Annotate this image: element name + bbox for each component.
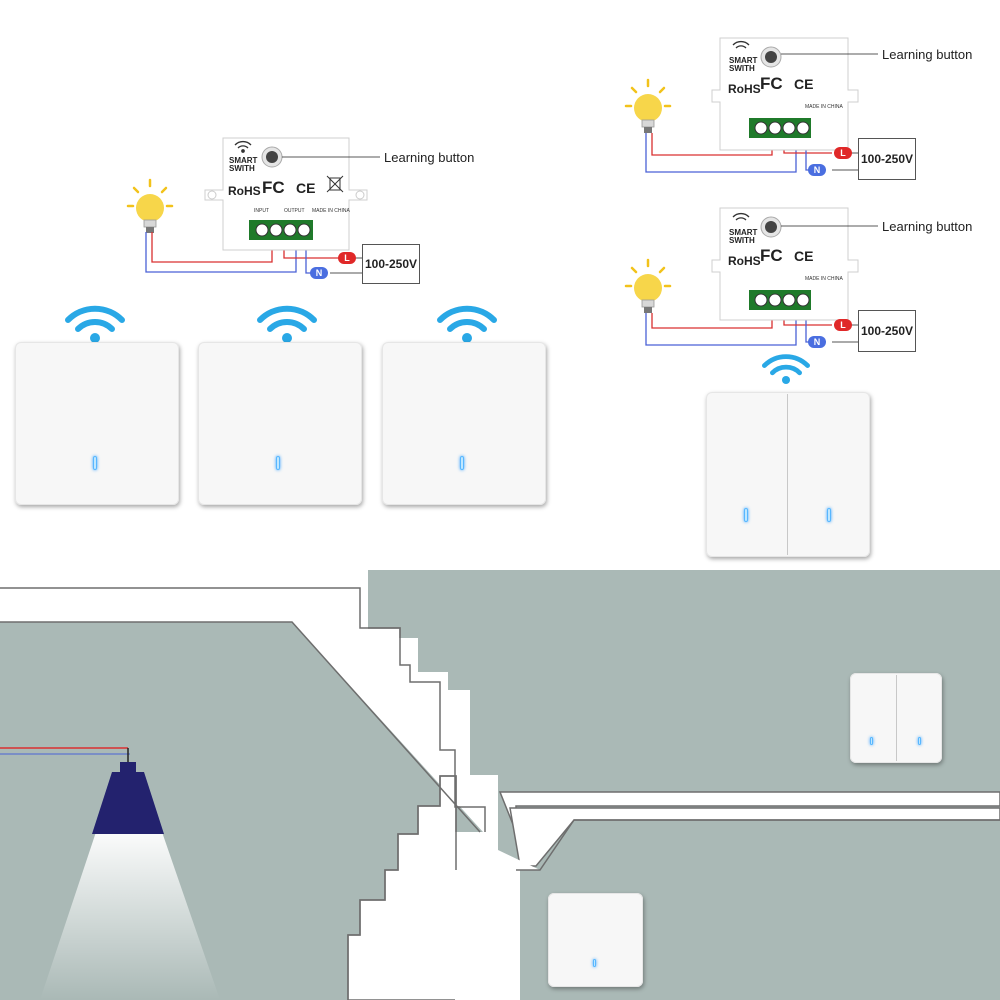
brand-line-1: SMART [729, 56, 758, 65]
brand-line-2: SWITH [729, 64, 755, 73]
indicator-led [93, 456, 97, 470]
wifi-icon [437, 305, 497, 343]
brand-line-1: SMART [729, 228, 758, 237]
rohs-mark: RoHS [228, 184, 261, 198]
indicator-led [276, 456, 280, 470]
brand-line-2: SWITH [229, 164, 255, 173]
input-label: INPUT [254, 208, 269, 214]
indicator-led [918, 737, 921, 745]
smart-switch-module [711, 37, 878, 151]
brand-line-2: SWITH [729, 236, 755, 245]
indicator-led [870, 737, 873, 745]
smart-switch-module [711, 207, 878, 321]
rohs-mark: RoHS [728, 82, 761, 96]
made-in-label: MADE IN CHINA [312, 208, 350, 214]
neutral-tag: N [808, 336, 826, 348]
wifi-icon [762, 354, 810, 384]
wireless-double-switch[interactable] [706, 392, 870, 557]
double-switch-on-wall[interactable] [850, 673, 942, 763]
ce-mark: CE [794, 76, 814, 92]
house-cross-section [0, 570, 1000, 1000]
wifi-icon [234, 140, 252, 153]
indicator-led [744, 508, 748, 522]
bulb-icon [624, 258, 672, 313]
wiring-diagram-right [624, 37, 878, 346]
voltage-box: 100-250V [858, 138, 916, 180]
indicator-led [460, 456, 464, 470]
made-in-label: MADE IN CHINA [805, 276, 843, 282]
live-tag: L [834, 319, 852, 331]
indicator-led [593, 959, 596, 967]
wireless-wall-switch[interactable] [382, 342, 546, 505]
wifi-icon [65, 305, 125, 343]
learning-button-callout: Learning button [384, 150, 475, 165]
bulb-icon [126, 178, 174, 233]
ce-mark: CE [794, 248, 814, 264]
fc-mark: FC [760, 74, 783, 93]
pendant-lamp-icon [92, 762, 164, 834]
neutral-tag: N [808, 164, 826, 176]
neutral-tag: N [310, 267, 328, 279]
divider [896, 675, 897, 761]
voltage-box: 100-250V [362, 244, 420, 284]
wireless-wall-switch[interactable] [15, 342, 179, 505]
ce-mark: CE [296, 180, 316, 196]
wifi-icon [732, 212, 750, 221]
learning-button-callout: Learning button [882, 47, 973, 62]
voltage-box: 100-250V [858, 310, 916, 352]
single-switch-on-wall[interactable] [548, 893, 643, 987]
smart-switch-module [204, 137, 380, 251]
made-in-label: MADE IN CHINA [805, 104, 843, 110]
bulb-icon [624, 78, 672, 133]
divider [787, 394, 788, 555]
wifi-icon [257, 305, 317, 343]
fc-mark: FC [262, 178, 285, 197]
live-tag: L [338, 252, 356, 264]
output-label: OUTPUT [284, 208, 305, 214]
indicator-led [827, 508, 831, 522]
learning-button-callout: Learning button [882, 219, 973, 234]
wifi-icon [732, 40, 750, 49]
wireless-wall-switch[interactable] [198, 342, 362, 505]
recycle-bin-icon [326, 175, 344, 193]
fc-mark: FC [760, 246, 783, 265]
live-tag: L [834, 147, 852, 159]
rohs-mark: RoHS [728, 254, 761, 268]
brand-line-1: SMART [229, 156, 258, 165]
